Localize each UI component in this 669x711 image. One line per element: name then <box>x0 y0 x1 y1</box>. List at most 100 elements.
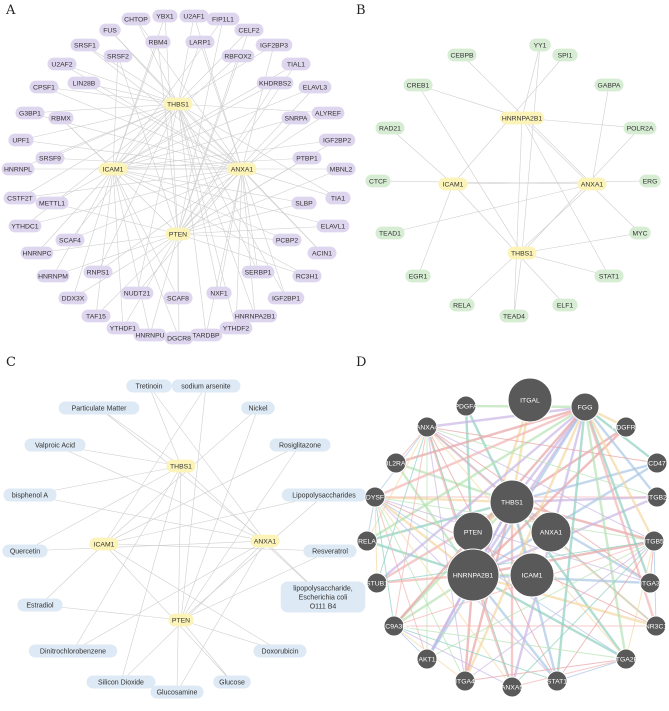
edge <box>521 44 541 254</box>
node-tretinoin-label: Tretinoin <box>136 384 163 391</box>
hub-anxa1: ANXA1 <box>577 177 607 191</box>
edge <box>177 168 342 235</box>
node-silicon-dioxide: Silicon Dioxide <box>86 675 156 689</box>
node-igf2bp3: IGF2BP3 <box>255 38 293 52</box>
edge <box>177 233 288 241</box>
node-lipopolysaccharide-escherichia-coli-o111-b4-label: O111 B4 <box>310 604 337 611</box>
edge <box>366 500 513 543</box>
node-glucose-shape <box>213 675 251 689</box>
edge <box>393 426 428 627</box>
hub-icam1: ICAM1 <box>89 537 119 551</box>
edge <box>177 225 334 235</box>
node-ctcf-label: CTCF <box>369 178 387 185</box>
node-u2af1-label: U2AF1 <box>183 13 204 20</box>
node-rosiglitazone: Rosiglitazone <box>269 438 331 452</box>
node-fgg: FGG <box>570 392 600 422</box>
node-resveratrol-shape <box>303 544 357 558</box>
edge <box>49 103 179 159</box>
node-acin1: ACIN1 <box>307 246 337 260</box>
node-ythdf1: YTHDF1 <box>106 321 140 335</box>
edge <box>511 500 655 543</box>
edge <box>83 82 243 170</box>
node-mbnl2-shape <box>326 162 356 176</box>
edge <box>452 183 566 306</box>
edge <box>122 233 179 329</box>
node-creb1-label: CREB1 <box>407 82 430 89</box>
node-itgb2: ITGB2 <box>646 486 668 508</box>
node-nickel-shape <box>241 401 275 415</box>
node-dgcr8-label: DGCR8 <box>167 335 191 342</box>
hub-pten-label: PTEN <box>169 231 187 238</box>
edge <box>177 41 201 105</box>
edge <box>112 41 159 170</box>
node-nudt21: NUDT21 <box>120 286 154 300</box>
node-lin28b-shape <box>67 76 101 90</box>
edge <box>43 86 243 170</box>
edge <box>120 540 266 683</box>
node-glucosamine-label: Glucosamine <box>157 690 198 697</box>
node-particulate-matter-label: Particulate Matter <box>72 406 128 413</box>
node-itga2b: ITGA2B <box>614 648 639 670</box>
node-anxa1: ANXA1 <box>530 511 572 553</box>
edge <box>521 44 541 119</box>
edge <box>425 406 587 660</box>
node-rela-shape <box>449 298 475 312</box>
edge <box>29 494 266 542</box>
node-thbs1: THBS1 <box>489 479 535 525</box>
edge <box>426 405 586 429</box>
edge <box>374 496 651 584</box>
node-elavl3-shape <box>298 80 332 94</box>
edge <box>164 15 179 235</box>
node-elf1-shape <box>552 298 578 312</box>
node-anxa4: ANXA4 <box>416 416 438 438</box>
edge <box>180 465 324 598</box>
node-pten-label: PTEN <box>464 529 482 536</box>
node-pcbp2: PCBP2 <box>272 233 302 247</box>
node-dinitrochlorobenzene: Dinitrochlorobenzene <box>28 644 118 658</box>
node-fus-label: FUS <box>103 27 117 34</box>
node-cebpb-shape <box>447 48 477 62</box>
edge <box>426 426 558 682</box>
edge <box>177 55 239 235</box>
node-rbm4-shape <box>145 35 171 49</box>
node-chtop: CHTOP <box>121 12 151 26</box>
node-bisphenol-a-label: bisphenol A <box>12 493 49 500</box>
node-akt1-label: AKT1 <box>419 656 436 663</box>
node-quercetin: Quercetin <box>2 544 48 558</box>
edge <box>36 233 179 254</box>
node-srsf9-shape <box>35 151 65 165</box>
hub-thbs1: THBS1 <box>163 97 193 111</box>
node-fus: FUS <box>99 23 121 37</box>
node-igf2bp3-label: IGF2BP3 <box>260 42 288 49</box>
edge <box>591 84 610 185</box>
node-fip1l1-label: FIP1L1 <box>212 16 234 23</box>
edge <box>24 540 266 552</box>
node-rbfox2: RBFOX2 <box>221 49 255 63</box>
edge <box>20 139 243 170</box>
edge <box>95 168 114 317</box>
node-stat1: STAT1 <box>594 269 624 283</box>
edge <box>39 604 182 621</box>
node-mettl1: METTL1 <box>35 196 69 210</box>
edge <box>521 252 610 277</box>
panel-b-edges <box>377 44 651 317</box>
edge <box>177 202 305 235</box>
edge <box>511 540 655 688</box>
edge <box>377 180 593 185</box>
node-nr3c1: NR3C1 <box>645 615 667 637</box>
node-tial1-shape <box>281 57 311 71</box>
node-scaf8-shape <box>163 291 193 305</box>
node-ythdf1-shape <box>106 321 140 335</box>
node-srsf2-shape <box>103 49 133 63</box>
node-tia1: TIA1 <box>325 191 351 205</box>
node-tead4-shape <box>499 309 529 323</box>
edge <box>103 543 281 652</box>
node-mettl1-label: METTL1 <box>39 200 65 207</box>
edge <box>72 168 114 299</box>
node-alyref: ALYREF <box>311 106 345 120</box>
node-rc3h1-shape <box>292 269 322 283</box>
node-itgb5: ITGB5 <box>643 530 665 552</box>
node-glucose-label: Glucose <box>219 680 245 687</box>
